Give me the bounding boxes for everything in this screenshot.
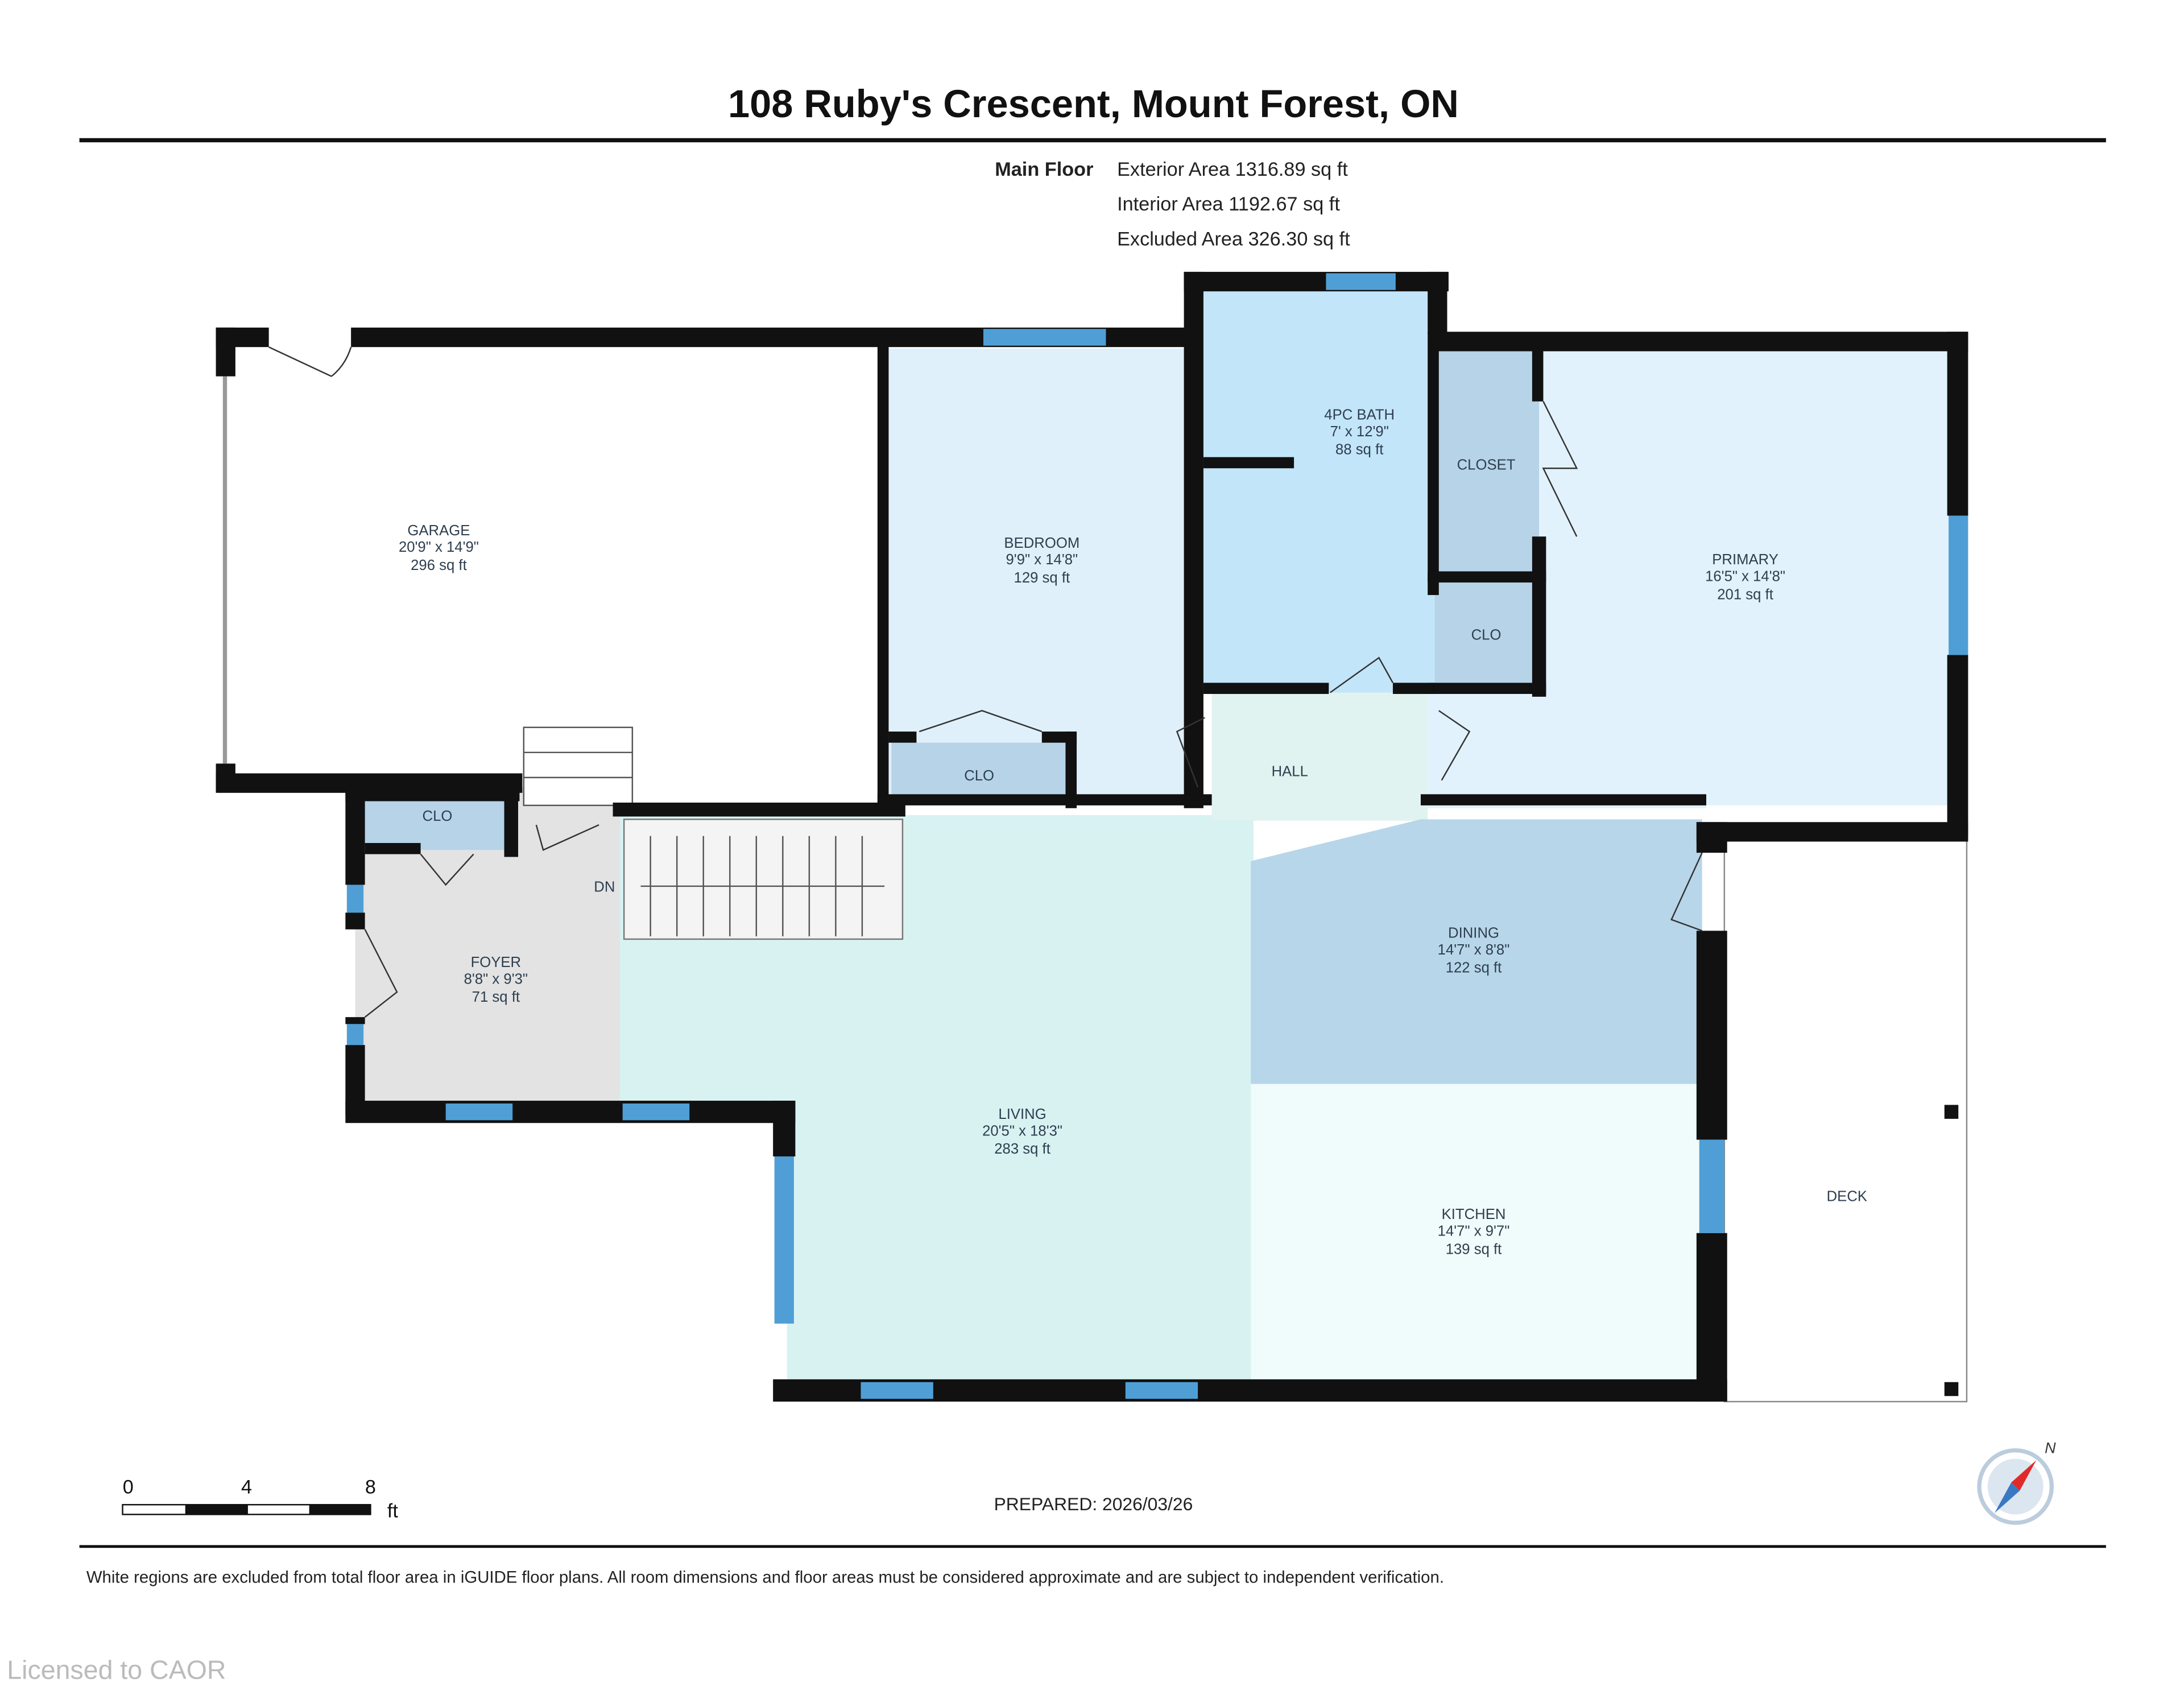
svg-text:122 sq ft: 122 sq ft (1446, 960, 1502, 976)
svg-text:20'5" x 18'3": 20'5" x 18'3" (982, 1123, 1062, 1139)
hall-fill (1211, 692, 1428, 821)
clo-fill-bath (1434, 578, 1540, 690)
excluded-area: Excluded Area 326.30 sq ft (1117, 228, 1350, 250)
svg-text:7' x 12'9": 7' x 12'9" (1330, 424, 1389, 440)
hall-label: HALL (1272, 763, 1308, 779)
bath-fill (1201, 286, 1435, 693)
scale-tick-4: 4 (241, 1477, 252, 1498)
svg-text:N: N (2045, 1440, 2056, 1457)
scale-unit: ft (387, 1500, 399, 1522)
scale-bar: 0 4 8 ft (122, 1477, 399, 1522)
svg-text:71 sq ft: 71 sq ft (472, 989, 520, 1005)
svg-text:9'9" x 14'8": 9'9" x 14'8" (1006, 552, 1078, 568)
garage-fill (222, 337, 885, 783)
stairs-up (523, 726, 634, 807)
stair-treads (523, 751, 885, 937)
svg-text:LIVING: LIVING (998, 1106, 1046, 1122)
windows (346, 273, 1968, 1399)
door-swings (268, 346, 1703, 1018)
floor-name: Main Floor (995, 159, 1093, 180)
footer-divider (79, 1545, 2106, 1548)
prepared-date: PREPARED: 2026/03/26 (994, 1494, 1193, 1514)
svg-text:BEDROOM: BEDROOM (1004, 535, 1079, 551)
closet-fill (1434, 351, 1540, 575)
living-fill (619, 815, 1254, 1387)
watermark: Licensed to CAOR (7, 1655, 226, 1684)
deck-label: DECK (1827, 1188, 1867, 1204)
dining-fill (1251, 819, 1702, 1084)
svg-text:FOYER: FOYER (471, 954, 522, 970)
disclaimer: White regions are excluded from total fl… (86, 1568, 1444, 1586)
walls (216, 271, 1968, 1402)
interior-area: Interior Area 1192.67 sq ft (1117, 193, 1340, 215)
svg-text:16'5" x 14'8": 16'5" x 14'8" (1705, 569, 1785, 585)
scale-tick-0: 0 (123, 1477, 134, 1498)
deck-fill (1723, 832, 1968, 1403)
stairs-down-label: DN (594, 879, 615, 895)
clo-label-foyer: CLO (423, 808, 453, 824)
exterior-area: Exterior Area 1316.89 sq ft (1117, 159, 1348, 180)
svg-text:283 sq ft: 283 sq ft (994, 1141, 1050, 1157)
svg-text:20'9" x 14'9": 20'9" x 14'9" (399, 539, 479, 555)
scale-tick-8: 8 (365, 1477, 376, 1498)
svg-text:139 sq ft: 139 sq ft (1446, 1241, 1502, 1257)
svg-text:DINING: DINING (1448, 925, 1499, 941)
clo-fill-bedroom (891, 742, 1070, 804)
compass-icon: N (1977, 1440, 2056, 1525)
stairs-fill (623, 819, 904, 940)
svg-text:14'7" x 8'8": 14'7" x 8'8" (1438, 942, 1510, 958)
svg-text:GARAGE: GARAGE (407, 523, 470, 539)
svg-text:14'7" x 9'7": 14'7" x 9'7" (1438, 1224, 1510, 1239)
room-fills (222, 286, 1968, 1403)
svg-text:296 sq ft: 296 sq ft (411, 557, 467, 573)
kitchen-fill (1251, 1084, 1702, 1379)
svg-text:KITCHEN: KITCHEN (1442, 1206, 1506, 1222)
bedroom-fill (888, 348, 1193, 801)
closet-label: CLOSET (1457, 457, 1516, 473)
clo-label-bedroom: CLO (964, 768, 994, 784)
svg-text:88 sq ft: 88 sq ft (1335, 442, 1383, 458)
clo-label-bath: CLO (1471, 627, 1502, 643)
svg-text:129 sq ft: 129 sq ft (1014, 570, 1070, 586)
room-kitchen: KITCHEN 14'7" x 9'7" 139 sq ft (1438, 1206, 1510, 1257)
svg-text:4PC BATH: 4PC BATH (1324, 407, 1395, 423)
primary-lower-fill (1428, 689, 1706, 808)
svg-text:PRIMARY: PRIMARY (1712, 552, 1778, 568)
svg-text:201 sq ft: 201 sq ft (1717, 586, 1773, 602)
svg-text:8'8" x 9'3": 8'8" x 9'3" (464, 971, 528, 987)
page-title: 108 Ruby's Crescent, Mount Forest, ON (728, 82, 1459, 126)
title-divider (79, 138, 2106, 143)
